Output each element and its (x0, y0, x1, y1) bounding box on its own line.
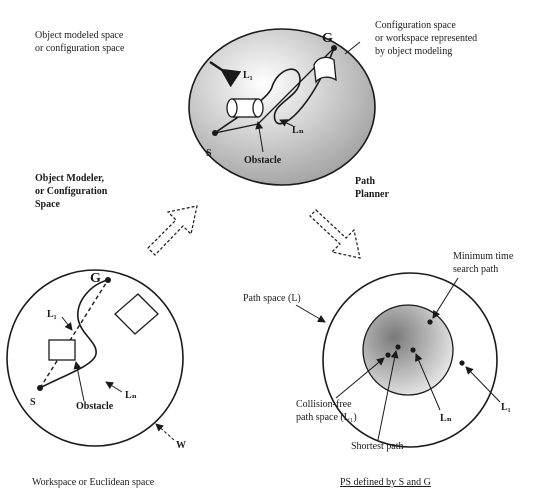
min-time-point (427, 319, 433, 325)
top-right-caption-pointer (344, 41, 361, 55)
lt-right-pointer (465, 366, 501, 403)
top-right-caption-line3: by object modeling (375, 46, 452, 57)
top-goal-label: G (322, 31, 333, 46)
top-ln-pointer (279, 119, 294, 127)
object-modeler-line1: Object Modeler, (35, 173, 105, 184)
bottom-start-label: S (30, 397, 36, 408)
top-left-pointer (209, 61, 242, 88)
lt-point (459, 360, 465, 366)
w-label: W (176, 440, 186, 451)
top-start-label: S (206, 148, 212, 159)
bottom-l1-label: L₁ (47, 309, 57, 320)
path-planner-line1: Path (355, 176, 375, 187)
workspace-circle: S G L₁ Lₙ Obstacle (6, 269, 184, 447)
path-space-label: Path space (L) (243, 293, 301, 304)
collision-free-pointer (335, 357, 385, 399)
collision-free-line2: path space (L₁) (296, 412, 357, 423)
collision-free-point (385, 352, 391, 358)
shortest-point (395, 344, 401, 350)
bottom-obstacle-diamond (114, 293, 159, 335)
workspace-caption: Workspace or Euclidean space (32, 477, 155, 488)
arrow-workspace-to-config (147, 205, 198, 256)
bottom-goal-point (105, 277, 111, 283)
arrow-config-to-pathspace (309, 209, 361, 259)
path-space-circle (322, 272, 498, 448)
top-left-caption-line2: or configuration space (35, 43, 125, 54)
collision-free-region (362, 304, 454, 396)
top-right-caption-line1: Configuration space (375, 20, 456, 31)
ln-right-pointer (415, 353, 441, 411)
top-l1-label: L₁ (243, 70, 253, 81)
bottom-path-ln (39, 279, 109, 389)
bottom-ln-pointer (105, 381, 123, 393)
bottom-obstacle-pointer (73, 361, 85, 402)
bottom-ln-label: Lₙ (125, 390, 137, 401)
object-modeler-line2: or Configuration (35, 186, 108, 197)
object-modeler-line3: Space (35, 199, 61, 210)
ln-point (410, 347, 416, 353)
ps-caption: PS defined by S and G (340, 477, 431, 488)
path-planner-line2: Planner (355, 189, 389, 200)
bottom-obstacle-label: Obstacle (76, 401, 114, 412)
shortest-pointer (377, 350, 399, 441)
top-obstacle-cylinder (226, 98, 264, 118)
w-pointer (155, 423, 175, 441)
top-start-point (212, 130, 218, 136)
top-obstacle-flag (313, 56, 337, 84)
shortest-path-label: Shortest path (351, 441, 404, 452)
bottom-goal-label: G (90, 271, 101, 286)
bottom-l1-pointer (61, 316, 73, 331)
bottom-path-l1 (39, 279, 109, 389)
top-obstacle-label: Obstacle (244, 155, 282, 166)
top-left-caption-line1: Object modeled space (35, 30, 124, 41)
bottom-start-point (37, 385, 43, 391)
ln-right-label: Lₙ (440, 413, 452, 424)
top-obstacle-pointer (255, 121, 264, 153)
min-time-pointer (432, 277, 459, 319)
top-ln-label: Lₙ (292, 125, 304, 136)
min-time-line2: search path (453, 264, 498, 275)
bottom-obstacle-rect (48, 339, 76, 361)
collision-free-line1: Collision-free (296, 399, 352, 410)
path-space-pointer (295, 304, 326, 323)
lt-right-label: L₁ (501, 402, 511, 413)
min-time-line1: Minimum time (453, 251, 514, 262)
config-space-ellipse: S G L₁ Lₙ Obstacle (188, 28, 376, 186)
top-goal-point (331, 45, 337, 51)
top-right-caption-line2: or workspace represented (375, 33, 477, 44)
